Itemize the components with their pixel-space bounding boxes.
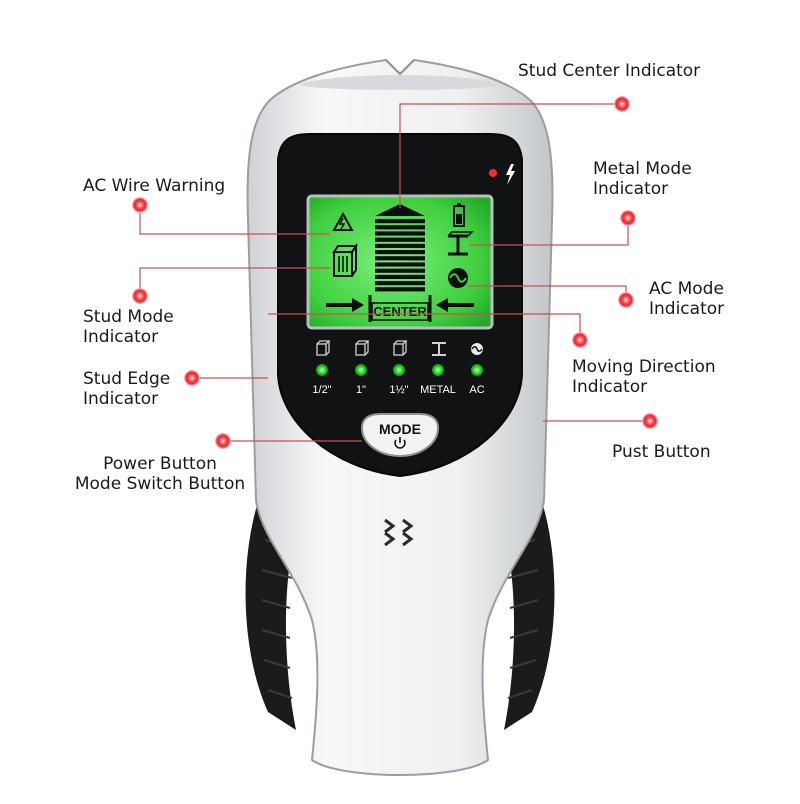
stud-mode-icon bbox=[332, 242, 358, 277]
label-metal-mode-indicator: Metal Mode Indicator bbox=[593, 159, 692, 199]
metal-mode-icon bbox=[432, 342, 446, 356]
label-ac-wire-warning: AC Wire Warning bbox=[83, 176, 226, 196]
stud-one-inch-icon bbox=[355, 340, 370, 356]
marker-ac-mode bbox=[618, 292, 634, 308]
indicator-label-one-half-inch: 1½" bbox=[389, 384, 408, 396]
indicator-label-one-inch: 1" bbox=[356, 384, 366, 396]
stud-bar-segment bbox=[375, 250, 425, 255]
top-ridge bbox=[300, 75, 500, 90]
stud-bar-segment bbox=[375, 237, 425, 242]
marker-stud-edge bbox=[184, 370, 200, 386]
stud-bar-segment bbox=[375, 256, 425, 261]
callout-leaders bbox=[139, 103, 650, 442]
stud-bar-segment bbox=[375, 243, 425, 248]
led-half-inch bbox=[316, 364, 328, 376]
marker-moving-direction bbox=[572, 332, 588, 348]
ac-circle-icon bbox=[471, 343, 483, 355]
indicator-icons bbox=[316, 340, 483, 356]
marker-stud-center bbox=[614, 96, 630, 112]
stud-bar-segment bbox=[375, 268, 425, 273]
indicator-labels: 1/2" 1" 1½" METAL AC bbox=[312, 384, 484, 396]
marker-pust-button bbox=[642, 413, 658, 429]
indicator-label-metal: METAL bbox=[420, 384, 456, 396]
callout-markers bbox=[132, 96, 658, 449]
stud-center-bar-graph bbox=[375, 204, 425, 292]
power-led bbox=[489, 169, 497, 177]
marker-ac-wire bbox=[132, 197, 148, 213]
label-stud-center-indicator: Stud Center Indicator bbox=[518, 61, 701, 81]
indicator-leds bbox=[316, 364, 483, 376]
led-metal bbox=[432, 364, 444, 376]
label-stud-edge-indicator: Stud Edge Indicator bbox=[83, 369, 171, 409]
stud-bar-segment bbox=[375, 219, 425, 224]
stud-bar-segment bbox=[375, 281, 425, 286]
moving-direction-arrows bbox=[326, 298, 474, 312]
marker-power-button bbox=[215, 433, 231, 449]
metal-beam-icon bbox=[447, 231, 474, 256]
stud-one-half-inch-icon bbox=[393, 340, 408, 356]
ac-mode-icon bbox=[448, 268, 468, 288]
stud-bar-segment bbox=[375, 287, 425, 292]
lcd-center-label: CENTER bbox=[373, 304, 427, 319]
label-stud-mode-indicator: Stud Mode Indicator bbox=[83, 307, 174, 347]
mode-button-label: MODE bbox=[379, 421, 421, 437]
top-notch bbox=[385, 59, 415, 76]
battery-icon bbox=[453, 203, 465, 227]
mode-button[interactable]: MODE bbox=[360, 413, 440, 458]
stud-bar-segment bbox=[375, 225, 425, 230]
indicator-label-half-inch: 1/2" bbox=[312, 384, 331, 396]
marker-metal-mode bbox=[620, 210, 636, 226]
marker-stud-mode bbox=[132, 288, 148, 304]
stud-bar-segment bbox=[375, 262, 425, 267]
stud-bar-segment bbox=[375, 231, 425, 236]
label-moving-direction-indicator: Moving Direction Indicator bbox=[572, 357, 716, 397]
power-icon bbox=[394, 437, 406, 449]
label-pust-button: Pust Button bbox=[612, 442, 711, 462]
led-one-inch bbox=[355, 364, 367, 376]
stud-half-inch-icon bbox=[316, 340, 331, 356]
led-ac bbox=[471, 364, 483, 376]
stud-bar-segment bbox=[375, 274, 425, 279]
speaker-grille bbox=[384, 518, 414, 547]
indicator-label-ac: AC bbox=[469, 384, 484, 396]
led-one-half-inch bbox=[393, 364, 405, 376]
label-ac-mode-indicator: AC Mode Indicator bbox=[649, 279, 725, 319]
label-power-button: Power Button Mode Switch Button bbox=[74, 454, 246, 494]
center-bracket: CENTER bbox=[368, 295, 432, 322]
lightning-bolt-icon bbox=[506, 164, 515, 185]
ac-warning-icon bbox=[332, 211, 354, 231]
